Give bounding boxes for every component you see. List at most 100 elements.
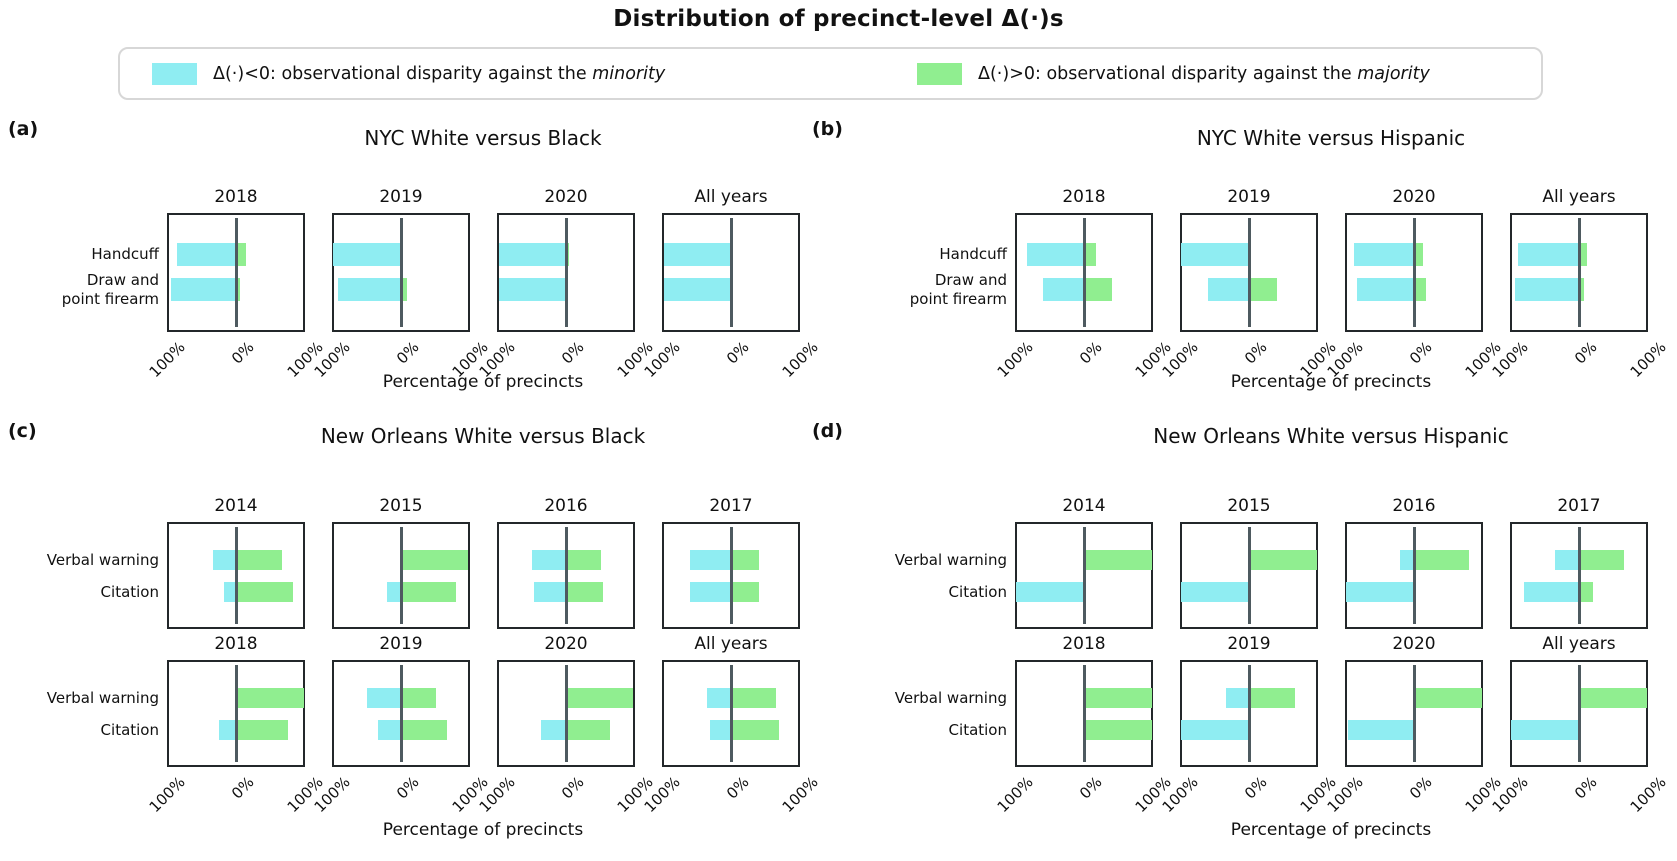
category-label: Verbal warning bbox=[894, 550, 1007, 569]
bar-positive bbox=[1084, 278, 1112, 301]
legend-label-negative: Δ(·)<0: observational disparity against … bbox=[213, 63, 666, 84]
category-label: Draw and point firearm bbox=[909, 270, 1007, 308]
bar-negative bbox=[1226, 688, 1249, 708]
year-label: All years bbox=[694, 187, 768, 207]
tick-label: 0% bbox=[393, 338, 423, 368]
bar-negative bbox=[1347, 720, 1414, 740]
bar-negative bbox=[1554, 550, 1579, 570]
tick-label: 100% bbox=[778, 338, 822, 382]
bar-negative bbox=[213, 550, 236, 570]
zero-line bbox=[564, 665, 568, 762]
cyan-swatch-icon bbox=[152, 62, 197, 85]
bar-negative bbox=[1353, 243, 1414, 266]
zero-line bbox=[1577, 527, 1581, 624]
bar-negative bbox=[218, 720, 236, 740]
bar-positive bbox=[236, 278, 241, 301]
zero-line bbox=[1412, 665, 1416, 762]
bar-positive bbox=[401, 720, 447, 740]
bar-positive bbox=[1249, 688, 1295, 708]
year-label: 2014 bbox=[1062, 496, 1106, 516]
legend: Δ(·)<0: observational disparity against … bbox=[118, 47, 1543, 100]
year-label: All years bbox=[1542, 634, 1616, 654]
bar-positive bbox=[566, 688, 633, 708]
panel-letter: (b) bbox=[812, 118, 843, 140]
panel-title: New Orleans White versus Hispanic bbox=[1153, 424, 1509, 448]
bar-negative bbox=[224, 582, 236, 602]
zero-line bbox=[234, 218, 238, 327]
legend-label-positive: Δ(·)>0: observational disparity against … bbox=[978, 63, 1430, 84]
bar-positive bbox=[1249, 550, 1317, 570]
tick-label: 0% bbox=[723, 338, 753, 368]
year-label: All years bbox=[694, 634, 768, 654]
bar-negative bbox=[1357, 278, 1414, 301]
zero-line bbox=[1247, 527, 1251, 624]
bar-negative bbox=[664, 243, 731, 266]
bar-negative bbox=[1181, 720, 1249, 740]
bar-negative bbox=[1346, 582, 1414, 602]
tick-label: 0% bbox=[228, 773, 258, 803]
bar-negative bbox=[541, 720, 566, 740]
zero-line bbox=[1247, 665, 1251, 762]
zero-line bbox=[1082, 218, 1086, 327]
tick-label: 100% bbox=[993, 773, 1037, 817]
x-axis-label: Percentage of precincts bbox=[382, 820, 584, 840]
year-label: 2018 bbox=[214, 187, 258, 207]
panel-letter: (d) bbox=[812, 420, 843, 442]
category-label: Verbal warning bbox=[46, 688, 159, 707]
zero-line bbox=[1577, 218, 1581, 327]
bar-negative bbox=[706, 688, 731, 708]
tick-label: 0% bbox=[1406, 338, 1436, 368]
year-label: 2018 bbox=[214, 634, 258, 654]
bar-positive bbox=[1414, 243, 1423, 266]
bar-negative bbox=[689, 582, 731, 602]
bar-negative bbox=[499, 243, 566, 266]
zero-line bbox=[1247, 218, 1251, 327]
bar-positive bbox=[731, 582, 759, 602]
tick-label: 0% bbox=[1076, 773, 1106, 803]
year-label: 2018 bbox=[1062, 187, 1106, 207]
bar-positive bbox=[731, 720, 779, 740]
panel-letter: (c) bbox=[8, 420, 37, 442]
bar-positive bbox=[401, 550, 468, 570]
panel-title: NYC White versus Hispanic bbox=[1196, 126, 1466, 150]
zero-line bbox=[564, 218, 568, 327]
tick-label: 0% bbox=[1406, 773, 1436, 803]
year-label: 2020 bbox=[544, 634, 588, 654]
tick-label: 0% bbox=[1571, 773, 1601, 803]
zero-line bbox=[1412, 218, 1416, 327]
zero-line bbox=[234, 527, 238, 624]
bar-positive bbox=[1084, 720, 1152, 740]
year-label: 2019 bbox=[379, 634, 423, 654]
category-label: Verbal warning bbox=[894, 688, 1007, 707]
panel-title: New Orleans White versus Black bbox=[320, 424, 646, 448]
panel-letter: (a) bbox=[8, 118, 39, 140]
tick-label: 100% bbox=[145, 773, 189, 817]
bar-positive bbox=[1579, 688, 1647, 708]
bar-positive bbox=[1084, 243, 1097, 266]
tick-label: 0% bbox=[228, 338, 258, 368]
zero-line bbox=[234, 665, 238, 762]
bar-negative bbox=[1016, 582, 1084, 602]
tick-label: 0% bbox=[1241, 338, 1271, 368]
zero-line bbox=[1082, 665, 1086, 762]
figure-title: Distribution of precinct-level Δ(·)s bbox=[613, 6, 1064, 32]
year-label: 2016 bbox=[1392, 496, 1436, 516]
bar-positive bbox=[236, 243, 247, 266]
year-label: 2020 bbox=[1392, 634, 1436, 654]
zero-line bbox=[729, 665, 733, 762]
year-label: 2020 bbox=[544, 187, 588, 207]
bar-positive bbox=[401, 688, 436, 708]
bar-positive bbox=[731, 688, 776, 708]
year-label: 2017 bbox=[709, 496, 753, 516]
bar-negative bbox=[1514, 278, 1579, 301]
category-label: Draw and point firearm bbox=[61, 270, 159, 308]
bar-positive bbox=[401, 582, 457, 602]
zero-line bbox=[1082, 527, 1086, 624]
zero-line bbox=[1412, 527, 1416, 624]
bar-positive bbox=[1579, 243, 1588, 266]
bar-negative bbox=[337, 278, 401, 301]
bar-positive bbox=[1579, 550, 1624, 570]
bar-negative bbox=[171, 278, 236, 301]
year-label: 2019 bbox=[1227, 634, 1271, 654]
zero-line bbox=[729, 527, 733, 624]
